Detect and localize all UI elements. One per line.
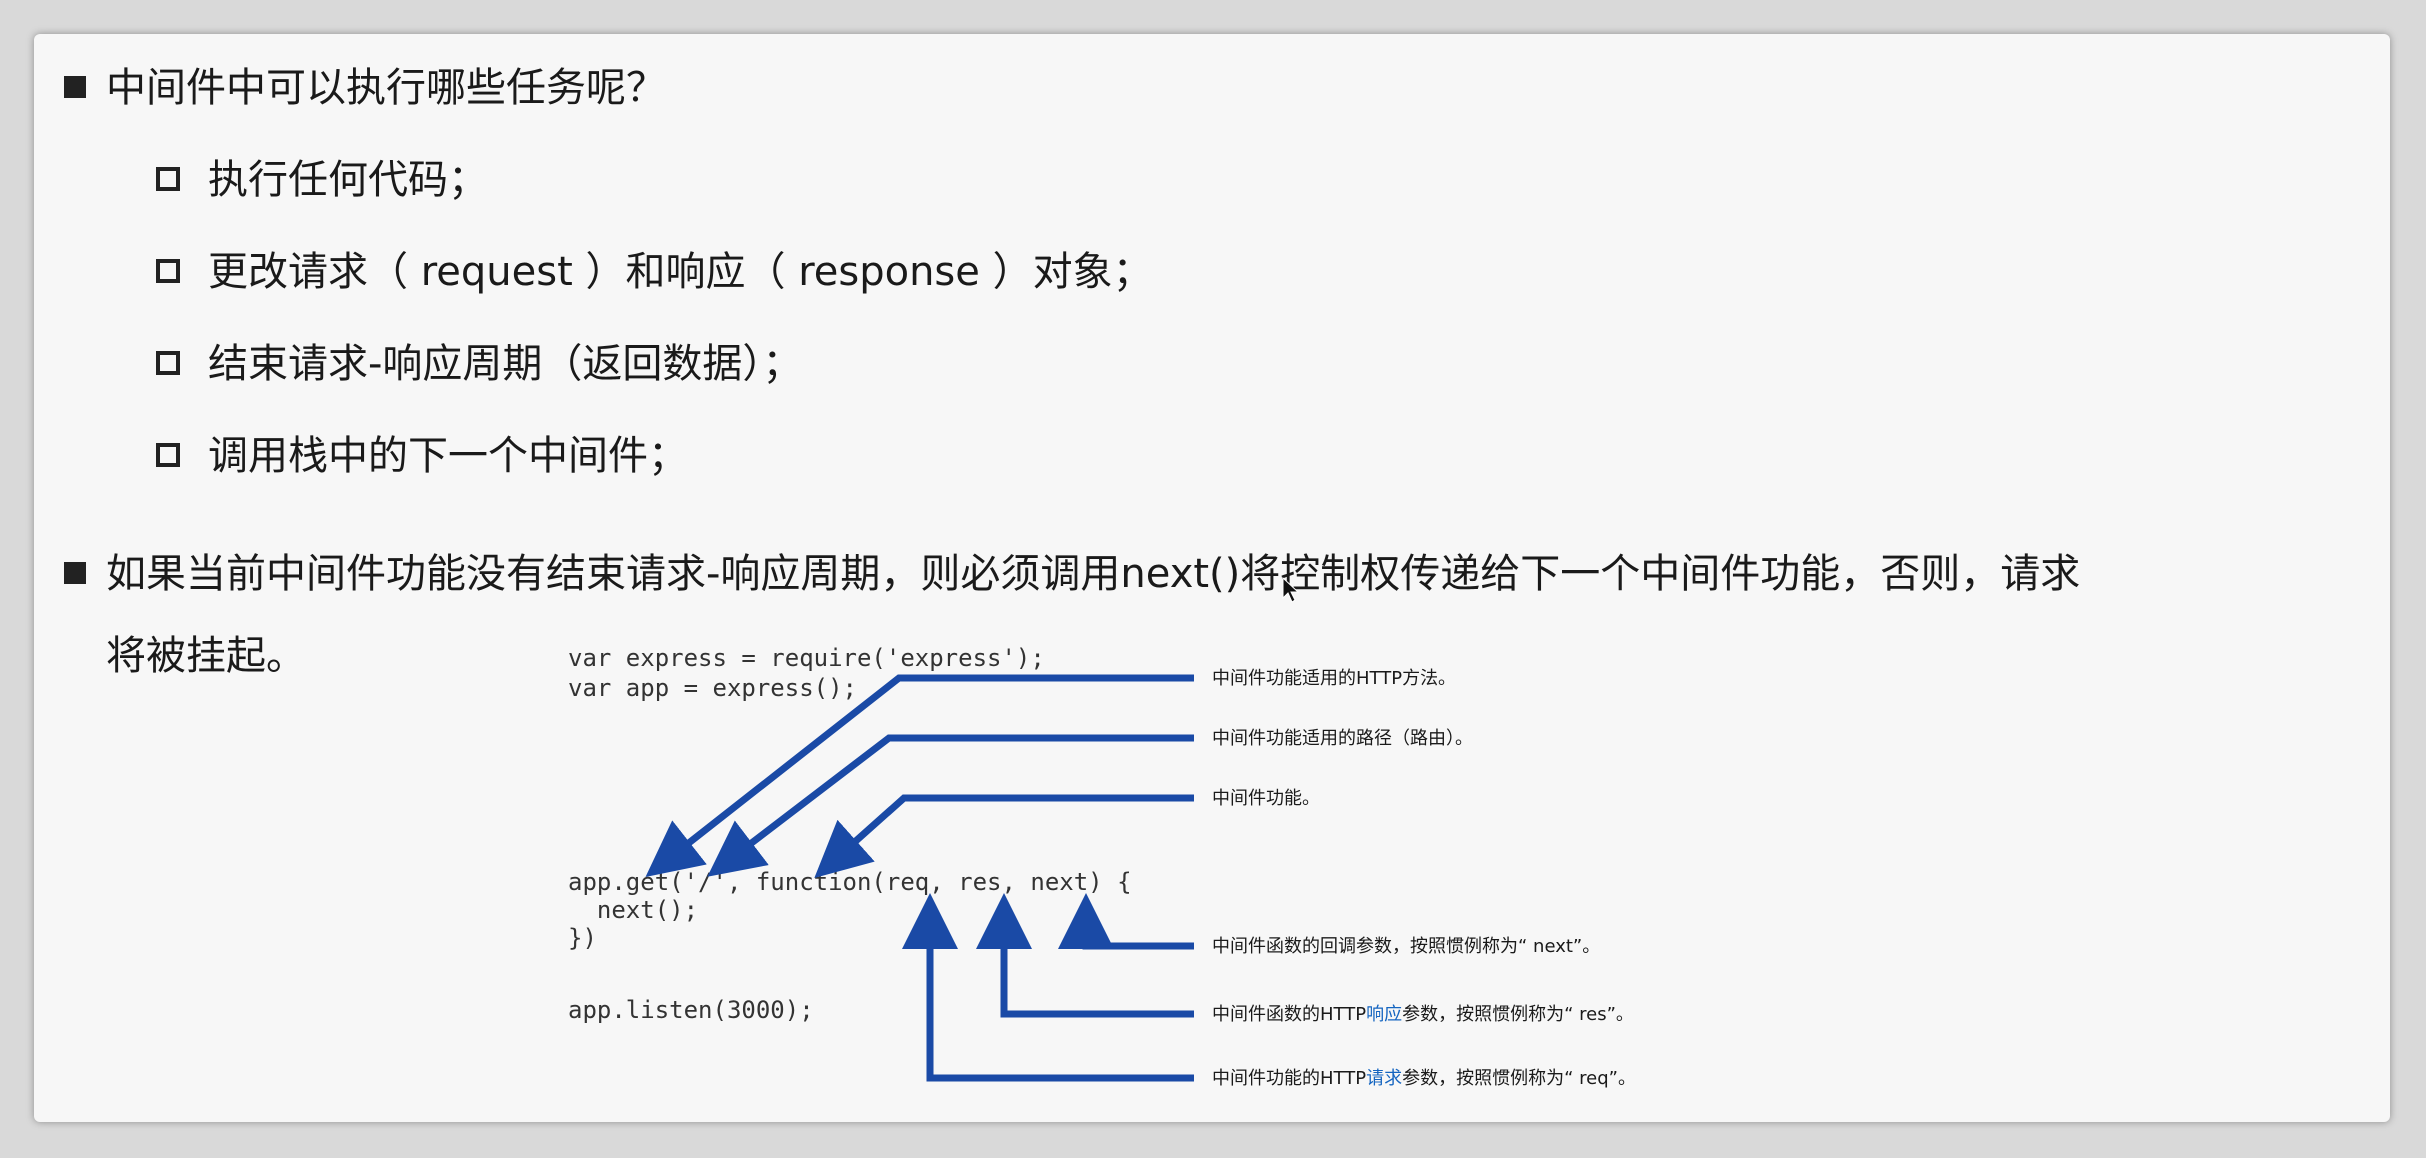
hollow-square-bullet-icon: [156, 259, 180, 283]
code-line-4: next();: [568, 896, 698, 924]
bullet-text: 中间件中可以执行哪些任务呢？: [106, 65, 666, 111]
sub-bullet-text: 结束请求-响应周期（返回数据）；: [208, 341, 803, 387]
annotation-path: 中间件功能适用的路径（路由）。: [1212, 728, 1473, 749]
arrow-next: [1058, 893, 1194, 950]
mouse-cursor-icon: [1282, 576, 1300, 603]
bullet-continuation: 将被挂起。: [106, 633, 306, 679]
annotation-method: 中间件功能适用的HTTP方法。: [1212, 668, 1456, 689]
sub-bullet-text: 更改请求（ request ）和响应（ response ）对象；: [208, 249, 1153, 295]
arrow-res: [976, 893, 1194, 1018]
code-line-6: app.listen(3000);: [568, 996, 814, 1024]
arrow-method: [645, 674, 1194, 877]
annotation-res: 中间件函数的HTTP响应参数，按照惯例称为“ res”。: [1212, 1004, 1634, 1025]
sub-bullet-text: 调用栈中的下一个中间件；: [208, 433, 688, 479]
annotation-next: 中间件函数的回调参数，按照惯例称为“ next”。: [1212, 936, 1600, 957]
arrow-path: [707, 734, 1194, 877]
sub-bullet-text: 执行任何代码；: [208, 157, 488, 203]
code-line-5: }): [568, 924, 597, 952]
arrow-function: [814, 794, 1194, 878]
arrow-req: [902, 893, 1194, 1082]
bullet-text: 如果当前中间件功能没有结束请求-响应周期，则必须调用next()将控制权传递给下…: [106, 551, 2081, 597]
annotation-req: 中间件功能的HTTP请求参数，按照惯例称为“ req”。: [1212, 1068, 1636, 1089]
filled-square-bullet-icon: [64, 76, 86, 98]
slide: 中间件中可以执行哪些任务呢？ 执行任何代码； 更改请求（ request ）和响…: [34, 34, 2390, 1122]
filled-square-bullet-icon: [64, 562, 86, 584]
middleware-diagram: var express = require('express'); var ap…: [568, 576, 1636, 1089]
hollow-square-bullet-icon: [156, 351, 180, 375]
code-line-1: var express = require('express');: [568, 644, 1045, 672]
hollow-square-bullet-icon: [156, 167, 180, 191]
hollow-square-bullet-icon: [156, 443, 180, 467]
code-line-3: app.get('/', function(req, res, next) {: [568, 868, 1132, 896]
code-line-2: var app = express();: [568, 674, 857, 702]
annotation-function: 中间件功能。: [1212, 788, 1320, 809]
